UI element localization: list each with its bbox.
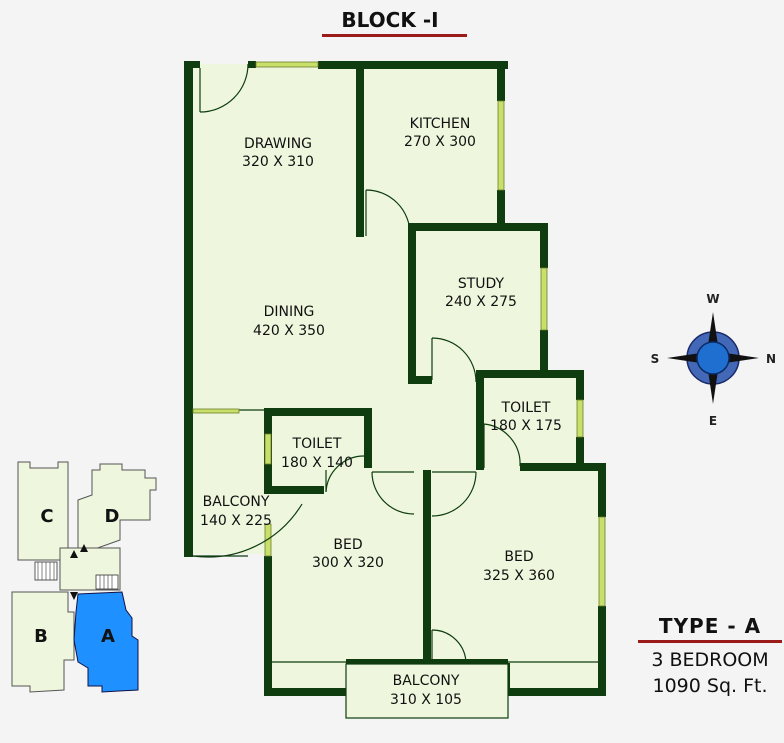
compass-south: S bbox=[651, 352, 660, 366]
key-label-d: D bbox=[105, 506, 120, 527]
toilet-right-size: 180 X 175 bbox=[490, 418, 562, 434]
key-core bbox=[34, 544, 121, 600]
bed-right-label: BED bbox=[504, 549, 533, 565]
toilet-left-size: 180 X 140 bbox=[281, 455, 353, 471]
drawing-label: DRAWING bbox=[244, 136, 312, 152]
drawing-size: 320 X 310 bbox=[242, 154, 314, 170]
key-block-b bbox=[11, 591, 75, 693]
dining-label: DINING bbox=[264, 304, 315, 320]
kitchen-size: 270 X 300 bbox=[404, 134, 476, 150]
doors bbox=[192, 63, 521, 665]
balcony-left-label: BALCONY bbox=[203, 494, 270, 510]
study-size: 240 X 275 bbox=[445, 294, 517, 310]
area-text: 1090 Sq. Ft. bbox=[652, 675, 768, 697]
balcony-bottom-size: 310 X 105 bbox=[390, 692, 462, 708]
key-label-b: B bbox=[34, 626, 48, 647]
bedroom-count: 3 BEDROOM bbox=[651, 649, 769, 671]
study-label: STUDY bbox=[458, 276, 505, 292]
key-label-a: A bbox=[101, 626, 115, 647]
compass-icon: W E S N bbox=[651, 292, 776, 428]
dining-size: 420 X 350 bbox=[253, 323, 325, 339]
windows bbox=[192, 61, 606, 607]
bed-left-label: BED bbox=[333, 537, 362, 553]
balcony-bottom-label: BALCONY bbox=[393, 673, 460, 689]
key-block-d bbox=[77, 463, 157, 551]
room-labels: DRAWING 320 X 310 KITCHEN 270 X 300 STUD… bbox=[200, 116, 562, 708]
type-info: TYPE - A 3 BEDROOM 1090 Sq. Ft. bbox=[636, 614, 784, 699]
interior-lines bbox=[193, 409, 598, 719]
type-underline bbox=[638, 640, 782, 643]
compass-north: N bbox=[766, 352, 776, 366]
key-block-a bbox=[73, 591, 139, 693]
compass-west: W bbox=[706, 292, 719, 306]
toilet-right-label: TOILET bbox=[501, 400, 551, 416]
key-plan: C D B A bbox=[11, 461, 157, 693]
bed-left-size: 300 X 320 bbox=[312, 555, 384, 571]
compass-east: E bbox=[709, 414, 717, 428]
title-underline bbox=[322, 34, 467, 37]
floor-areas bbox=[190, 64, 604, 718]
balcony-left-size: 140 X 225 bbox=[200, 513, 272, 529]
toilet-left-label: TOILET bbox=[292, 436, 342, 452]
bed-right-size: 325 X 360 bbox=[483, 568, 555, 584]
kitchen-label: KITCHEN bbox=[410, 116, 471, 132]
key-block-c bbox=[17, 461, 69, 561]
block-title: BLOCK -I bbox=[341, 8, 439, 32]
key-label-c: C bbox=[40, 506, 53, 527]
type-title: TYPE - A bbox=[658, 614, 762, 638]
